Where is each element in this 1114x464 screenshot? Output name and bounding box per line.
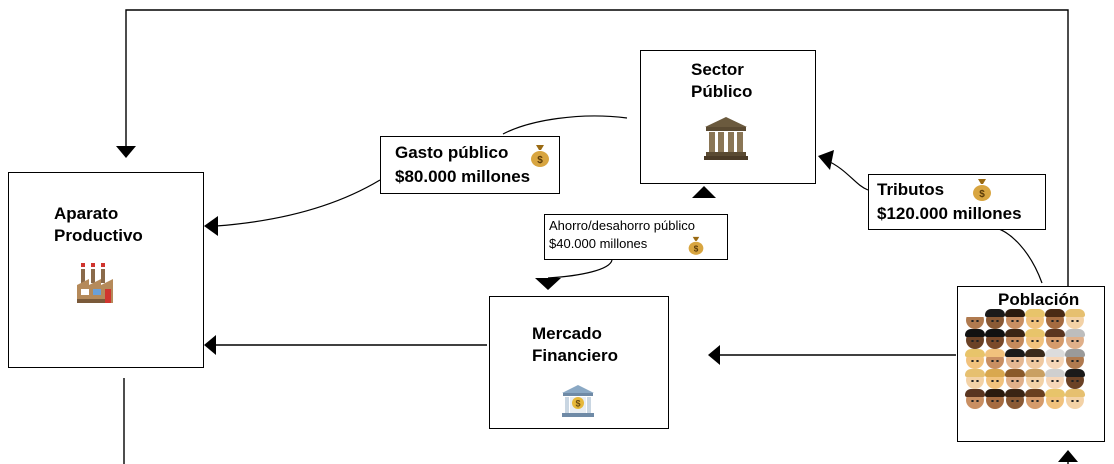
tributos-arrowhead bbox=[818, 150, 834, 170]
person-face-icon bbox=[1025, 369, 1045, 389]
aparato-title-line2: Productivo bbox=[54, 226, 143, 245]
node-sector-publico[interactable]: Sector Público bbox=[640, 50, 816, 184]
person-face-icon bbox=[985, 369, 1005, 389]
gasto-amount: $80.000 millones bbox=[395, 167, 531, 186]
top-loop-arrowhead bbox=[116, 146, 136, 158]
person-face-icon bbox=[1045, 309, 1065, 329]
ahorro-arrowhead-up bbox=[692, 186, 716, 198]
top-loop-line bbox=[125, 9, 1069, 286]
person-face-icon bbox=[1045, 329, 1065, 349]
ahorro-curve-bottom bbox=[547, 259, 613, 279]
factory-icon bbox=[77, 263, 113, 303]
person-face-icon bbox=[1065, 369, 1085, 389]
gasto-arrowhead bbox=[204, 216, 218, 236]
person-face-icon bbox=[985, 309, 1005, 329]
money-bag-icon: $ bbox=[531, 145, 549, 167]
svg-text:$: $ bbox=[694, 245, 699, 254]
flow-label-gasto-publico[interactable]: Gasto público $80.000 millones $ bbox=[380, 136, 560, 194]
person-face-icon bbox=[1065, 309, 1085, 329]
poblacion-title: Población bbox=[998, 290, 1080, 309]
person-face-icon bbox=[965, 309, 985, 329]
person-face-icon bbox=[1005, 329, 1025, 349]
poblacion-to-mercado-arrowhead bbox=[708, 345, 720, 365]
person-face-icon bbox=[1025, 329, 1045, 349]
sector-title-line1: Sector bbox=[691, 60, 744, 79]
person-face-icon bbox=[1025, 389, 1045, 409]
aparato-title-line1: Aparato bbox=[54, 204, 119, 223]
person-face-icon bbox=[1045, 349, 1065, 369]
poblacion-bottom-arrowhead bbox=[1058, 450, 1078, 462]
person-face-icon bbox=[965, 329, 985, 349]
people-grid-icon bbox=[965, 309, 1094, 409]
svg-text:$: $ bbox=[537, 155, 543, 166]
tributos-title: Tributos bbox=[877, 180, 945, 199]
tributos-curve-top bbox=[825, 159, 869, 191]
classical-building-icon bbox=[704, 117, 748, 160]
bank-icon: $ bbox=[562, 385, 594, 417]
ahorro-title: Ahorro/desahorro público bbox=[549, 218, 695, 233]
mercado-to-aparato-arrowhead bbox=[204, 335, 216, 355]
sector-title-line2: Público bbox=[691, 82, 753, 101]
tributos-curve-bottom bbox=[995, 227, 1043, 284]
node-aparato-productivo[interactable]: Aparato Productivo bbox=[8, 172, 204, 368]
money-bag-icon: $ bbox=[973, 179, 991, 201]
person-face-icon bbox=[1045, 389, 1065, 409]
person-face-icon bbox=[965, 389, 985, 409]
person-face-icon bbox=[965, 349, 985, 369]
node-mercado-financiero[interactable]: Mercado Financiero $ bbox=[489, 296, 669, 429]
gasto-curve-bottom bbox=[215, 179, 381, 227]
person-face-icon bbox=[1005, 349, 1025, 369]
ahorro-arrowhead-down bbox=[535, 278, 561, 290]
ahorro-amount: $40.000 millones bbox=[549, 236, 648, 251]
gasto-curve-top bbox=[502, 115, 628, 135]
person-face-icon bbox=[1005, 369, 1025, 389]
mercado-title-line1: Mercado bbox=[532, 324, 602, 343]
tributos-amount: $120.000 millones bbox=[877, 204, 1022, 223]
svg-text:$: $ bbox=[575, 399, 580, 409]
person-face-icon bbox=[1065, 329, 1085, 349]
svg-text:$: $ bbox=[979, 189, 985, 200]
flow-label-ahorro-publico[interactable]: Ahorro/desahorro público $40.000 millone… bbox=[544, 214, 728, 260]
person-face-icon bbox=[965, 369, 985, 389]
node-poblacion[interactable]: Población bbox=[957, 286, 1105, 442]
person-face-icon bbox=[1005, 309, 1025, 329]
person-face-icon bbox=[1005, 389, 1025, 409]
person-face-icon bbox=[1025, 309, 1045, 329]
person-face-icon bbox=[985, 329, 1005, 349]
person-face-icon bbox=[1025, 349, 1045, 369]
person-face-icon bbox=[985, 349, 1005, 369]
money-bag-icon: $ bbox=[688, 236, 704, 255]
mercado-title-line2: Financiero bbox=[532, 346, 618, 365]
gasto-title: Gasto público bbox=[395, 143, 509, 162]
person-face-icon bbox=[1045, 369, 1065, 389]
person-face-icon bbox=[985, 389, 1005, 409]
person-face-icon bbox=[1065, 389, 1085, 409]
flow-label-tributos[interactable]: Tributos $120.000 millones $ bbox=[868, 174, 1046, 230]
person-face-icon bbox=[1065, 349, 1085, 369]
